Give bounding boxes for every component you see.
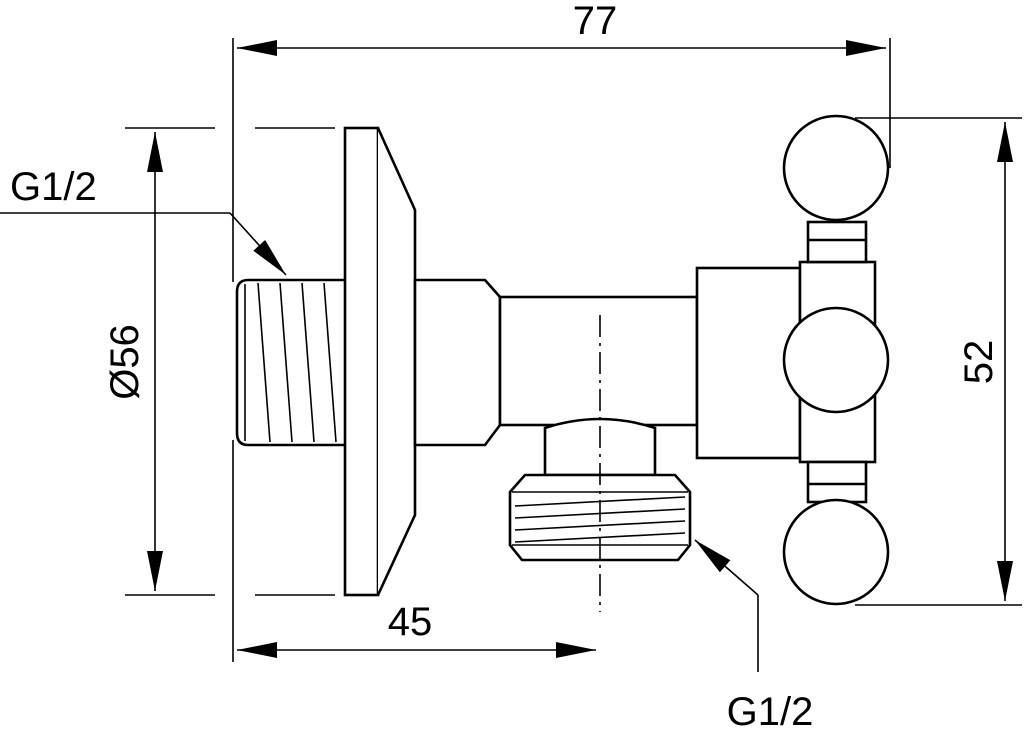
wall-flange bbox=[343, 126, 417, 597]
inlet-thread bbox=[235, 278, 345, 447]
dimension-52-label: 52 bbox=[957, 340, 1001, 385]
outlet-thread-label: G1/2 bbox=[727, 690, 814, 729]
outlet-fitting bbox=[508, 417, 692, 562]
handle-knob-bottom bbox=[782, 498, 890, 606]
cross-handle bbox=[782, 114, 890, 606]
outlet-thread-callout: G1/2 bbox=[694, 539, 814, 729]
dimension-diameter-56: Ø56 bbox=[103, 127, 335, 596]
handle-knob-center bbox=[782, 306, 890, 414]
handle-knob-top bbox=[782, 114, 890, 222]
dimension-45: 45 bbox=[232, 440, 596, 662]
dimension-56-label: Ø56 bbox=[103, 324, 147, 400]
inlet-thread-callout: G1/2 bbox=[0, 165, 287, 276]
dimension-52: 52 bbox=[855, 117, 1022, 606]
dimension-77-label: 77 bbox=[573, 0, 618, 43]
inlet-thread-label: G1/2 bbox=[10, 165, 97, 209]
dimension-77: 77 bbox=[232, 0, 891, 282]
dimension-45-label: 45 bbox=[388, 600, 433, 644]
